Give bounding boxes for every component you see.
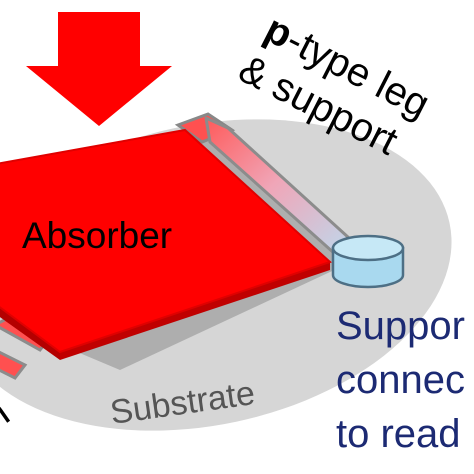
radiation-arrow xyxy=(26,12,172,126)
support-label-line1: Suppor xyxy=(336,304,465,348)
absorber-edge-right xyxy=(60,262,330,360)
support-label-line2: connec xyxy=(336,358,465,402)
ntype-label-fragment: n xyxy=(0,391,17,440)
absorber-edge xyxy=(0,307,60,360)
absorber-label: Absorber xyxy=(22,215,172,256)
support-label-line3: to read xyxy=(336,412,461,456)
absorber-plate xyxy=(0,128,332,354)
support-post xyxy=(331,234,405,289)
ntype-leg-lower xyxy=(0,350,28,380)
